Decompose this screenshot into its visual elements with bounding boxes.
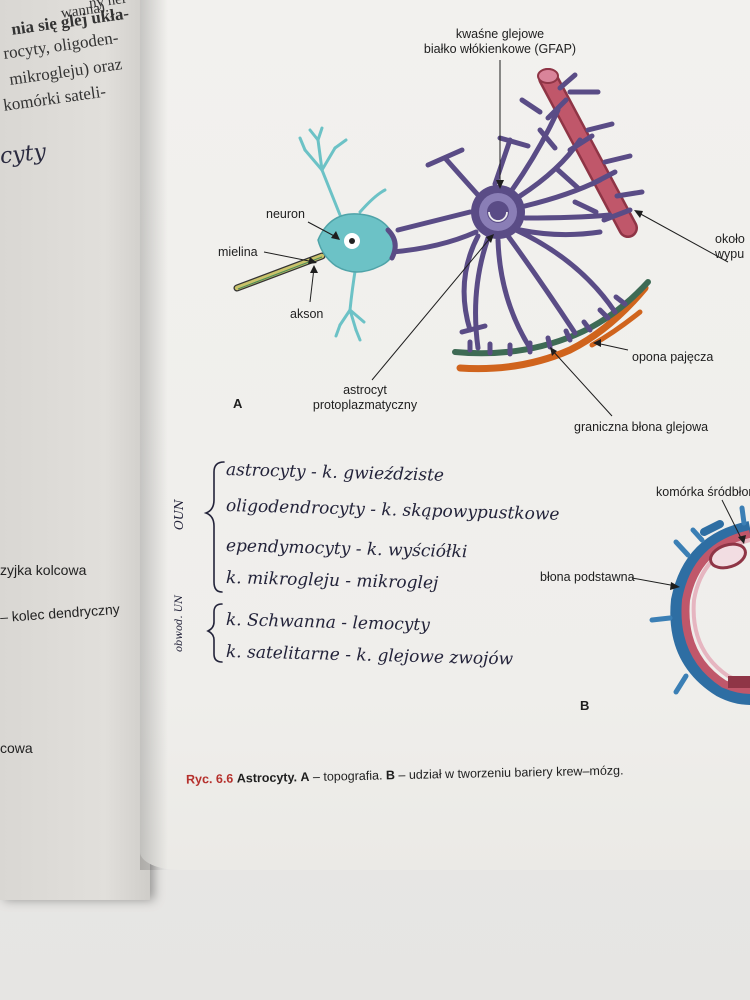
label-opona: opona pajęcza bbox=[632, 350, 714, 364]
leader-lines-b bbox=[631, 499, 743, 587]
label-graniczna: graniczna błona glejowa bbox=[574, 420, 709, 434]
label-neuron: neuron bbox=[266, 207, 305, 221]
label-astrocyt: astrocyt protoplazmatyczny bbox=[312, 383, 418, 412]
right-page bbox=[140, 0, 750, 870]
left-label: zyjka kolcowa bbox=[0, 562, 87, 578]
arrowheads-b bbox=[670, 535, 746, 590]
panel-b-letter: B bbox=[580, 698, 590, 713]
arrowheads bbox=[308, 180, 643, 356]
caption-b: B bbox=[385, 768, 396, 783]
label-komorka: komórka śródbłon bbox=[656, 485, 750, 499]
label-mielina: mielina bbox=[218, 245, 258, 259]
caption-a-text: – topografia. bbox=[309, 768, 387, 784]
label-akson: akson bbox=[290, 307, 324, 321]
label-okolo: około wypu bbox=[715, 232, 745, 261]
label-blona: błona podstawna bbox=[540, 570, 635, 584]
note-obw-label: obwod. UN bbox=[174, 595, 185, 652]
leader-lines bbox=[263, 60, 729, 417]
astrocyte-body bbox=[471, 185, 525, 239]
left-label: cowa bbox=[0, 740, 33, 756]
panel-a-letter: A bbox=[233, 396, 243, 411]
label-gfap: kwaśne glejowe białko włókienkowe (GFAP) bbox=[423, 27, 577, 56]
caption-title: Astrocyty. bbox=[236, 770, 298, 786]
capillary-cross-section bbox=[649, 505, 750, 705]
left-page: ny ner- wanna). nia się glej ukła- rocyt… bbox=[0, 0, 150, 900]
caption-number: Ryc. 6.6 bbox=[185, 771, 234, 787]
astrocyte-processes bbox=[389, 72, 645, 357]
note-oun-label: OUN bbox=[172, 499, 186, 530]
neuron bbox=[233, 126, 398, 342]
book-gutter-shadow bbox=[140, 0, 168, 870]
handwritten-brackets bbox=[203, 461, 225, 663]
